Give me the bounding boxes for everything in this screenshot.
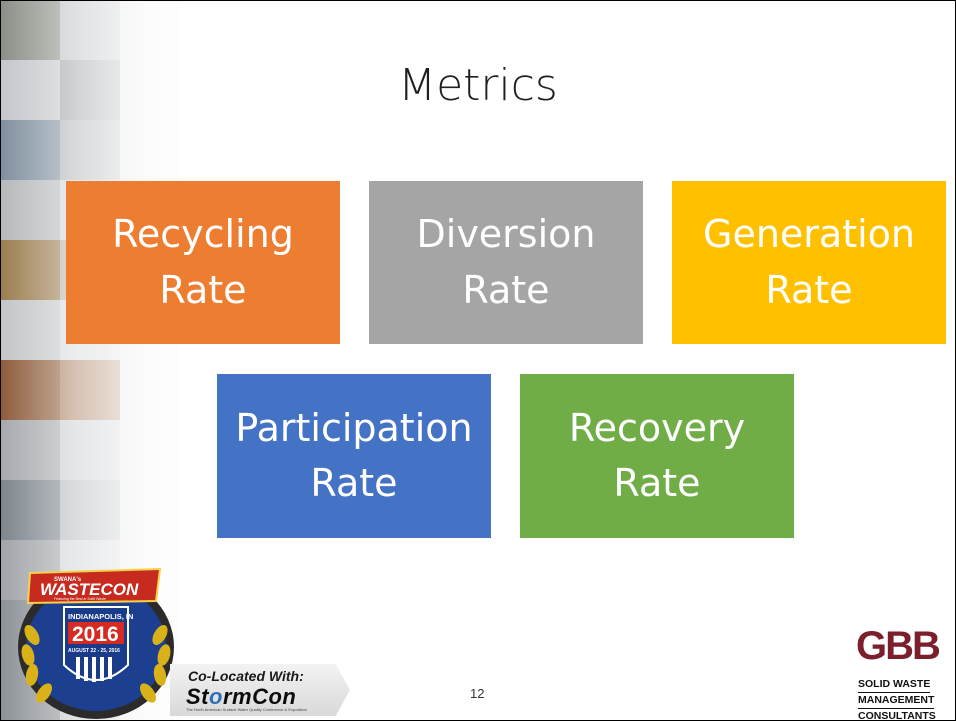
wastecon-swana: SWANA's	[54, 577, 82, 583]
metric-label-line2: Rate	[613, 461, 701, 505]
metric-label-line2: Rate	[159, 267, 247, 312]
stormcon-subtitle: The North American Surface Water Quality…	[186, 707, 307, 712]
page-number: 12	[470, 686, 485, 701]
metric-label-line1: Diversion	[416, 212, 596, 257]
stormcon-text-o: o	[209, 684, 223, 709]
wastecon-logo: SWANA's WASTECON Featuring the Best in S…	[18, 567, 174, 719]
gbb-line-1: SOLID WASTE	[858, 678, 931, 693]
metric-label-line2: Rate	[462, 267, 550, 312]
gbb-line-2: MANAGEMENT	[858, 694, 935, 709]
wastecon-name: WASTECON	[40, 580, 139, 599]
wastecon-city: INDIANAPOLIS, IN	[68, 612, 133, 621]
metric-label-line2: Rate	[765, 267, 853, 312]
metric-label-line1: Generation	[703, 212, 915, 257]
wastecon-dates: AUGUST 22 - 25, 2016	[68, 648, 120, 654]
co-located-background	[170, 664, 350, 716]
co-located-banner: Co-Located With: StormCon The North Amer…	[170, 664, 350, 716]
metric-label-line1: Recovery	[568, 405, 746, 450]
gbb-mark: GBB	[856, 624, 941, 668]
wastecon-year: 2016	[72, 623, 119, 646]
metric-label-line2: Rate	[310, 461, 398, 505]
wastecon-tagline: Featuring the Best in Solid Waste	[54, 597, 106, 601]
metric-label-line1: Recycling	[112, 212, 294, 257]
metric-label-line1: Participation	[235, 405, 473, 450]
gbb-logo: GBB SOLID WASTE MANAGEMENT CONSULTANTS	[856, 624, 956, 721]
gbb-line-3: CONSULTANTS	[858, 710, 936, 721]
stormcon-logo: StormCon	[186, 684, 296, 710]
slide-title: Metrics	[398, 60, 558, 111]
co-located-label: Co-Located With:	[188, 668, 304, 684]
stormcon-text-b: rmCon	[222, 684, 297, 709]
stormcon-text-a: St	[186, 684, 209, 709]
